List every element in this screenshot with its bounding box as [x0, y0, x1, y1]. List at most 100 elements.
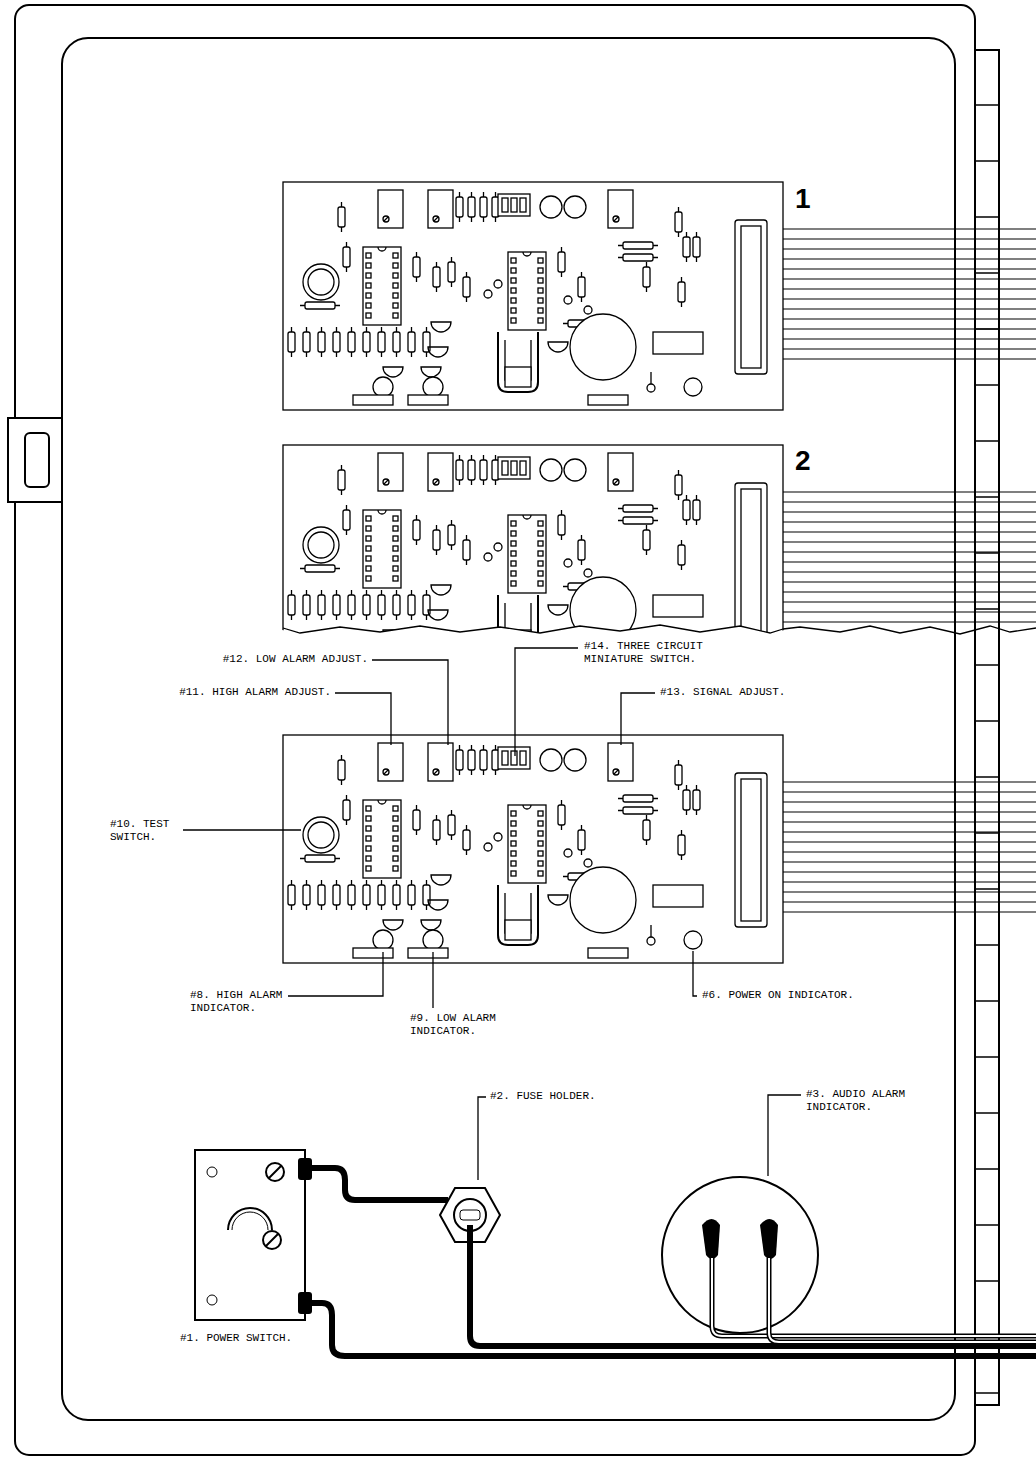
large-capacitor [570, 577, 636, 643]
callout-label: #11. HIGH ALARM ADJUST. [179, 686, 331, 699]
hinge-knuckle [975, 1112, 999, 1114]
screw-slot [266, 1234, 278, 1246]
ribbon-wire [768, 238, 1036, 239]
ribbon-wire [768, 601, 1036, 602]
ic-pin [366, 516, 371, 521]
hinge-knuckle [975, 1280, 999, 1282]
ribbon-wire [768, 571, 1036, 572]
resistor [303, 595, 310, 615]
large-capacitor [570, 867, 636, 933]
ic-pin [393, 806, 398, 811]
ic-chip [363, 510, 401, 588]
ribbon-wire [768, 841, 1036, 842]
hinge-knuckle [975, 664, 999, 666]
leader-line [478, 1097, 486, 1180]
test-point [494, 280, 502, 288]
resistor [448, 262, 455, 282]
ic-pin [538, 541, 543, 546]
resistor [468, 460, 475, 480]
test-switch [303, 264, 339, 300]
resistor [675, 765, 682, 785]
capacitor [540, 459, 562, 481]
resistor [456, 197, 463, 217]
terminal [298, 1292, 312, 1314]
ic-pin [393, 313, 398, 318]
resistor [578, 830, 585, 850]
trimpot [428, 453, 453, 491]
ic-pin [538, 551, 543, 556]
hinge-knuckle [975, 440, 999, 442]
connector [735, 773, 767, 927]
resistor [463, 277, 470, 297]
ic-chip [363, 247, 401, 325]
dip-toggle [520, 751, 526, 765]
ribbon-wire [768, 258, 1036, 259]
dip-toggle [520, 198, 526, 212]
ic-pin [511, 531, 516, 536]
ic-notch [378, 510, 386, 514]
ic-pin [366, 536, 371, 541]
resistor [675, 475, 682, 495]
board-number: 1 [795, 184, 811, 214]
resistor [456, 750, 463, 770]
led [423, 640, 443, 660]
resistor [343, 510, 350, 530]
resistor [678, 835, 685, 855]
trimpot-screw [613, 479, 619, 485]
transistor [428, 900, 448, 910]
test-point [584, 306, 592, 314]
test-point [584, 859, 592, 867]
trimpot-screw [433, 769, 439, 775]
ribbon-wire [768, 318, 1036, 319]
ic-pin [538, 871, 543, 876]
ic-pin [393, 836, 398, 841]
ic-pin [511, 821, 516, 826]
resistor [463, 540, 470, 560]
ribbon-wire [768, 901, 1036, 902]
ic-pin [393, 556, 398, 561]
trimpot-slot [434, 770, 438, 774]
terminal [298, 1158, 312, 1180]
led [684, 378, 702, 396]
ic-chip [363, 800, 401, 878]
ic-pin [393, 866, 398, 871]
resistor [683, 237, 690, 257]
audio-lead [702, 1219, 720, 1259]
ribbon-wire [768, 328, 1036, 329]
ribbon-wire [768, 531, 1036, 532]
ic-pin [393, 273, 398, 278]
ic-pin [538, 521, 543, 526]
resistor [288, 595, 295, 615]
ic-pin [511, 561, 516, 566]
ic-pin [511, 851, 516, 856]
ic-pin [366, 303, 371, 308]
ic-pin [538, 288, 543, 293]
ribbon-wire [768, 288, 1036, 289]
panel-parts [195, 1150, 1036, 1356]
ribbon-wire [768, 621, 1036, 622]
ribbon-wire [768, 881, 1036, 882]
dip-toggle [511, 461, 517, 475]
test-point-lead [650, 372, 651, 384]
resistor [408, 885, 415, 905]
ribbon-wire [768, 851, 1036, 852]
dip-toggle [502, 461, 508, 475]
test-point [484, 290, 492, 298]
battery-clip [498, 332, 538, 392]
dip-switch [498, 194, 530, 216]
leader-lines [183, 648, 801, 1180]
ribbon-wire [768, 541, 1036, 542]
connector [735, 220, 767, 374]
ic-chip [508, 805, 546, 883]
ribbon-wire [768, 891, 1036, 892]
resistor [623, 795, 653, 802]
ic-pin [393, 516, 398, 521]
ic-pin [538, 531, 543, 536]
audio-wire [712, 1258, 1036, 1336]
resistor [433, 820, 440, 840]
ic-pin [511, 861, 516, 866]
battery-clip [498, 885, 538, 945]
resistor [305, 302, 335, 309]
ic-pin [511, 521, 516, 526]
